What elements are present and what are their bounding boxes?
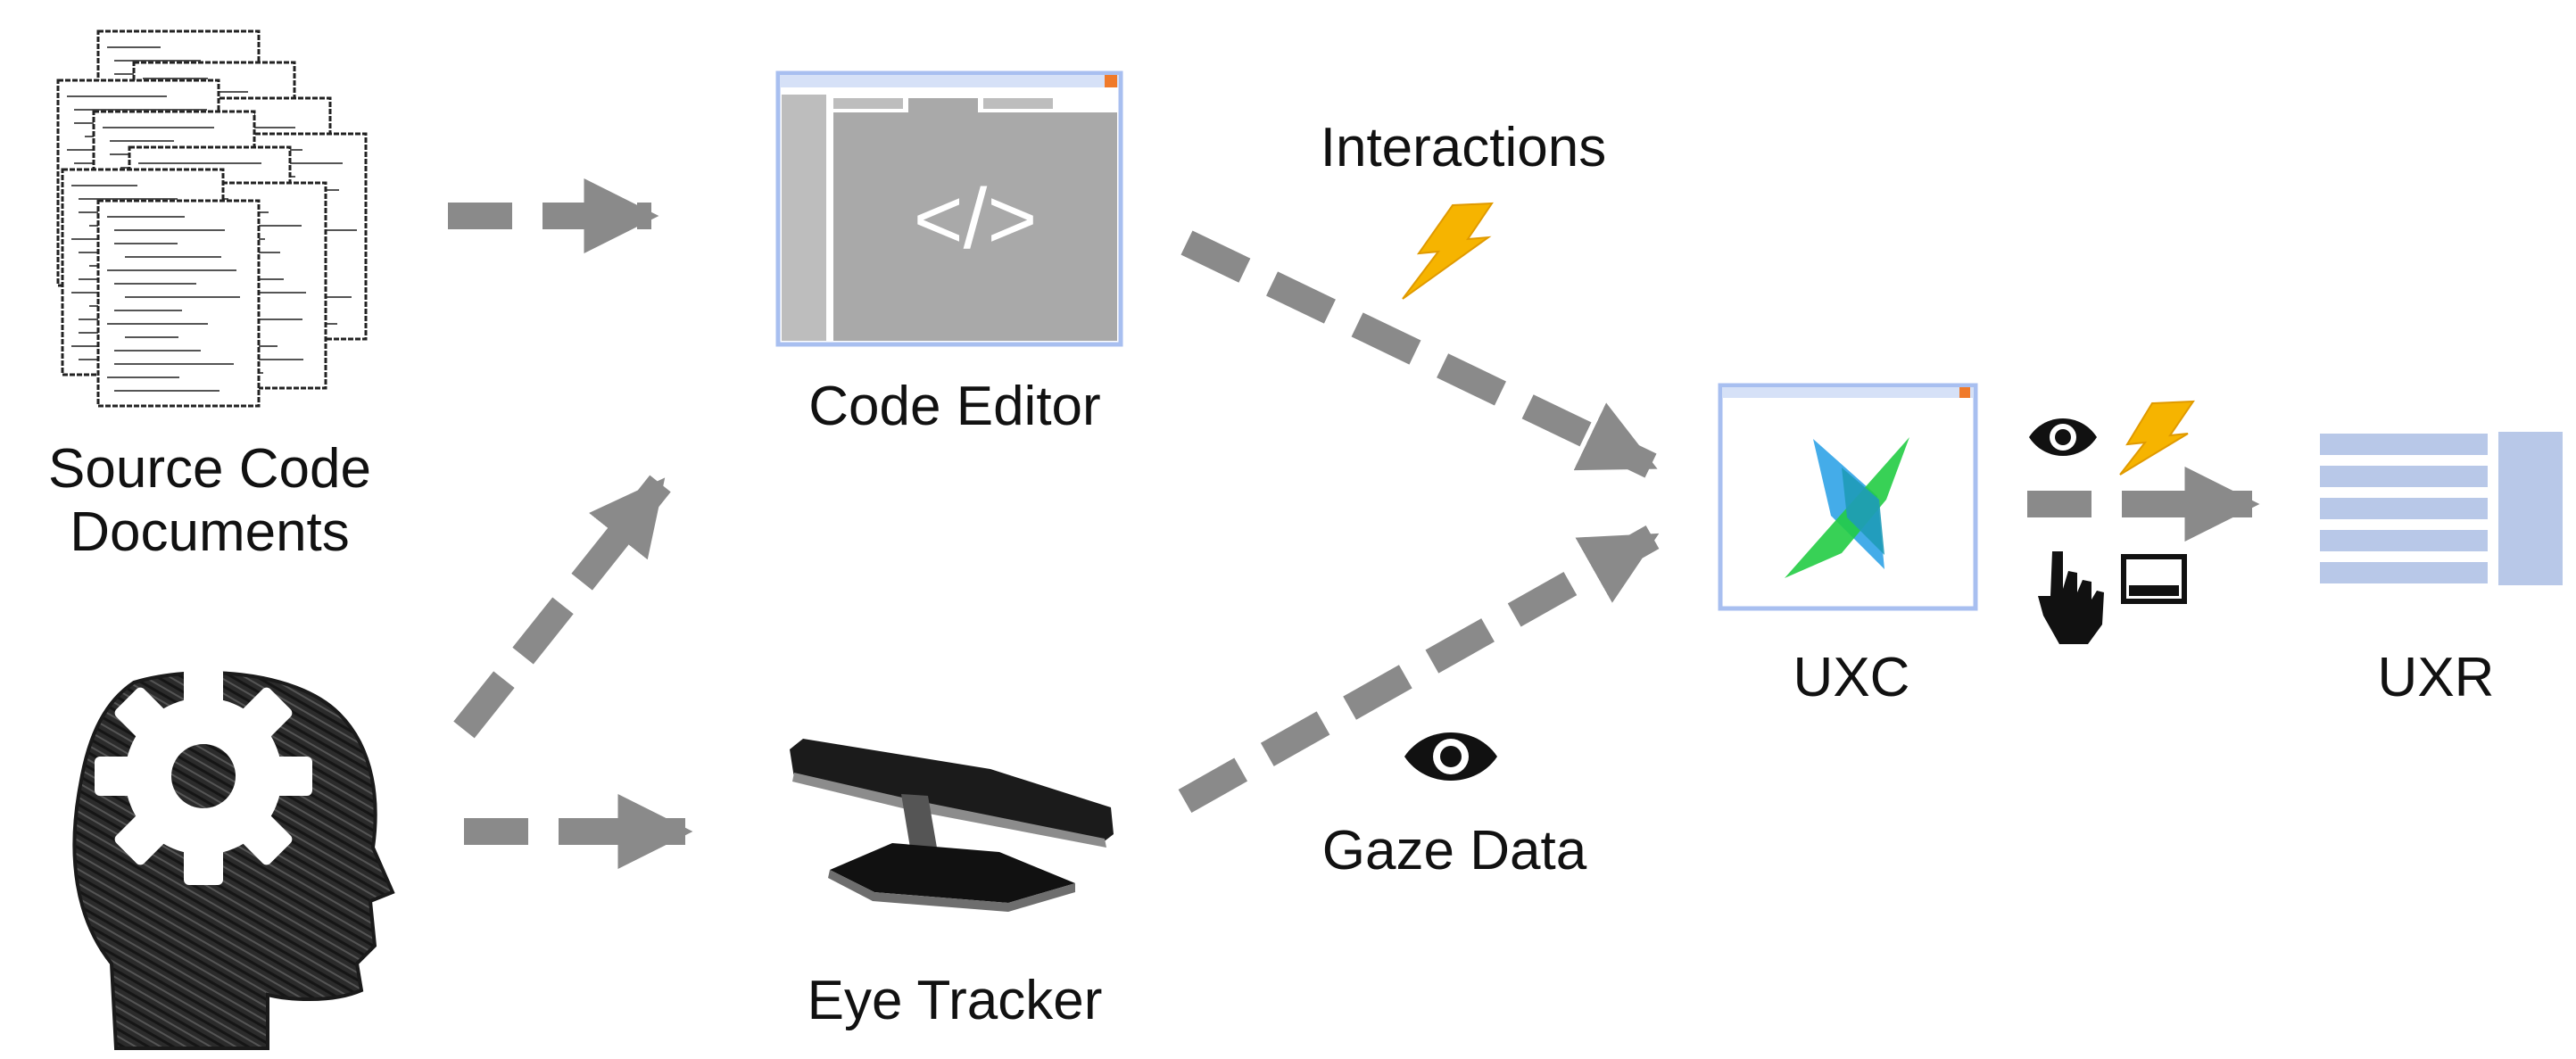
document-sheet bbox=[96, 199, 261, 408]
uxc-window bbox=[1718, 383, 1978, 611]
lightning-icon bbox=[1402, 202, 1494, 300]
interactions-label: Interactions bbox=[1320, 117, 1607, 178]
eye-tracker-label: Eye Tracker bbox=[807, 970, 1103, 1031]
report-document-icon bbox=[2320, 432, 2563, 585]
uxr-label: UXR bbox=[2377, 647, 2495, 708]
code-editor-window: </> bbox=[775, 70, 1123, 347]
screen-icon bbox=[2121, 554, 2187, 604]
document-stack-icon bbox=[56, 29, 368, 408]
pointer-hand-icon bbox=[2038, 551, 2104, 644]
source-documents-label: Source Code Documents bbox=[0, 437, 419, 565]
eye-tracker-device-icon bbox=[790, 739, 1114, 912]
code-editor-label: Code Editor bbox=[808, 376, 1101, 437]
uxc-logo-icon bbox=[1785, 437, 1909, 578]
code-symbol-icon: </> bbox=[914, 171, 1038, 267]
head-with-gear-icon bbox=[72, 667, 395, 1050]
gaze-data-label: Gaze Data bbox=[1321, 820, 1587, 881]
source-documents-line2: Documents bbox=[70, 501, 350, 564]
arrow-head-to-editor bbox=[453, 475, 671, 739]
eye-icon bbox=[1404, 732, 1497, 781]
source-documents-line1: Source Code bbox=[48, 438, 371, 500]
lightning-icon bbox=[2119, 400, 2195, 476]
eye-icon bbox=[2029, 418, 2097, 456]
uxc-label: UXC bbox=[1793, 647, 1910, 708]
arrow-editor-to-uxc bbox=[1180, 230, 1658, 478]
